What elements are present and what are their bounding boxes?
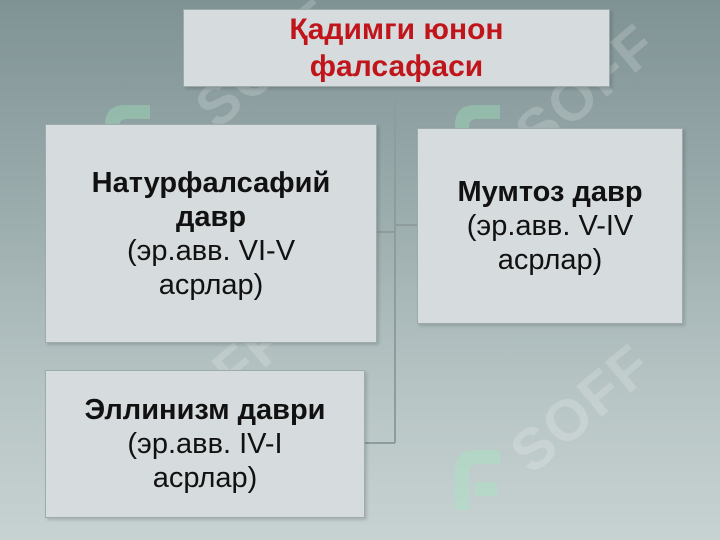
title-line-1: Қадимги юнон bbox=[289, 13, 504, 46]
period-dates-line-1: (эр.авв. VI-V bbox=[126, 234, 296, 267]
period-dates-line-2: асрлар) bbox=[152, 462, 258, 494]
period-dates-line-1: (эр.авв. V-IV bbox=[466, 210, 634, 242]
period-dates-line-1: (эр.авв. IV-I bbox=[127, 428, 283, 460]
period-box-naturphilosophy: Натурфалсафий давр (эр.авв. VI-V асрлар) bbox=[45, 124, 377, 343]
period-box-classical: Мумтоз давр (эр.авв. V-IV асрлар) bbox=[417, 128, 683, 324]
period-dates-line-2: асрлар) bbox=[158, 268, 264, 301]
period-name-line-2: давр bbox=[175, 200, 247, 233]
period-box-hellenism: Эллинизм даври (эр.авв. IV-I асрлар) bbox=[45, 370, 365, 518]
period-name-line-1: Эллинизм даври bbox=[84, 394, 326, 426]
title-line-2: фалсафаси bbox=[309, 50, 484, 83]
period-name-line-1: Натурфалсафий bbox=[91, 166, 331, 199]
title-box: Қадимги юнон фалсафаси bbox=[183, 9, 610, 87]
period-dates-line-2: асрлар) bbox=[497, 244, 603, 276]
period-name-line-1: Мумтоз давр bbox=[457, 176, 643, 208]
